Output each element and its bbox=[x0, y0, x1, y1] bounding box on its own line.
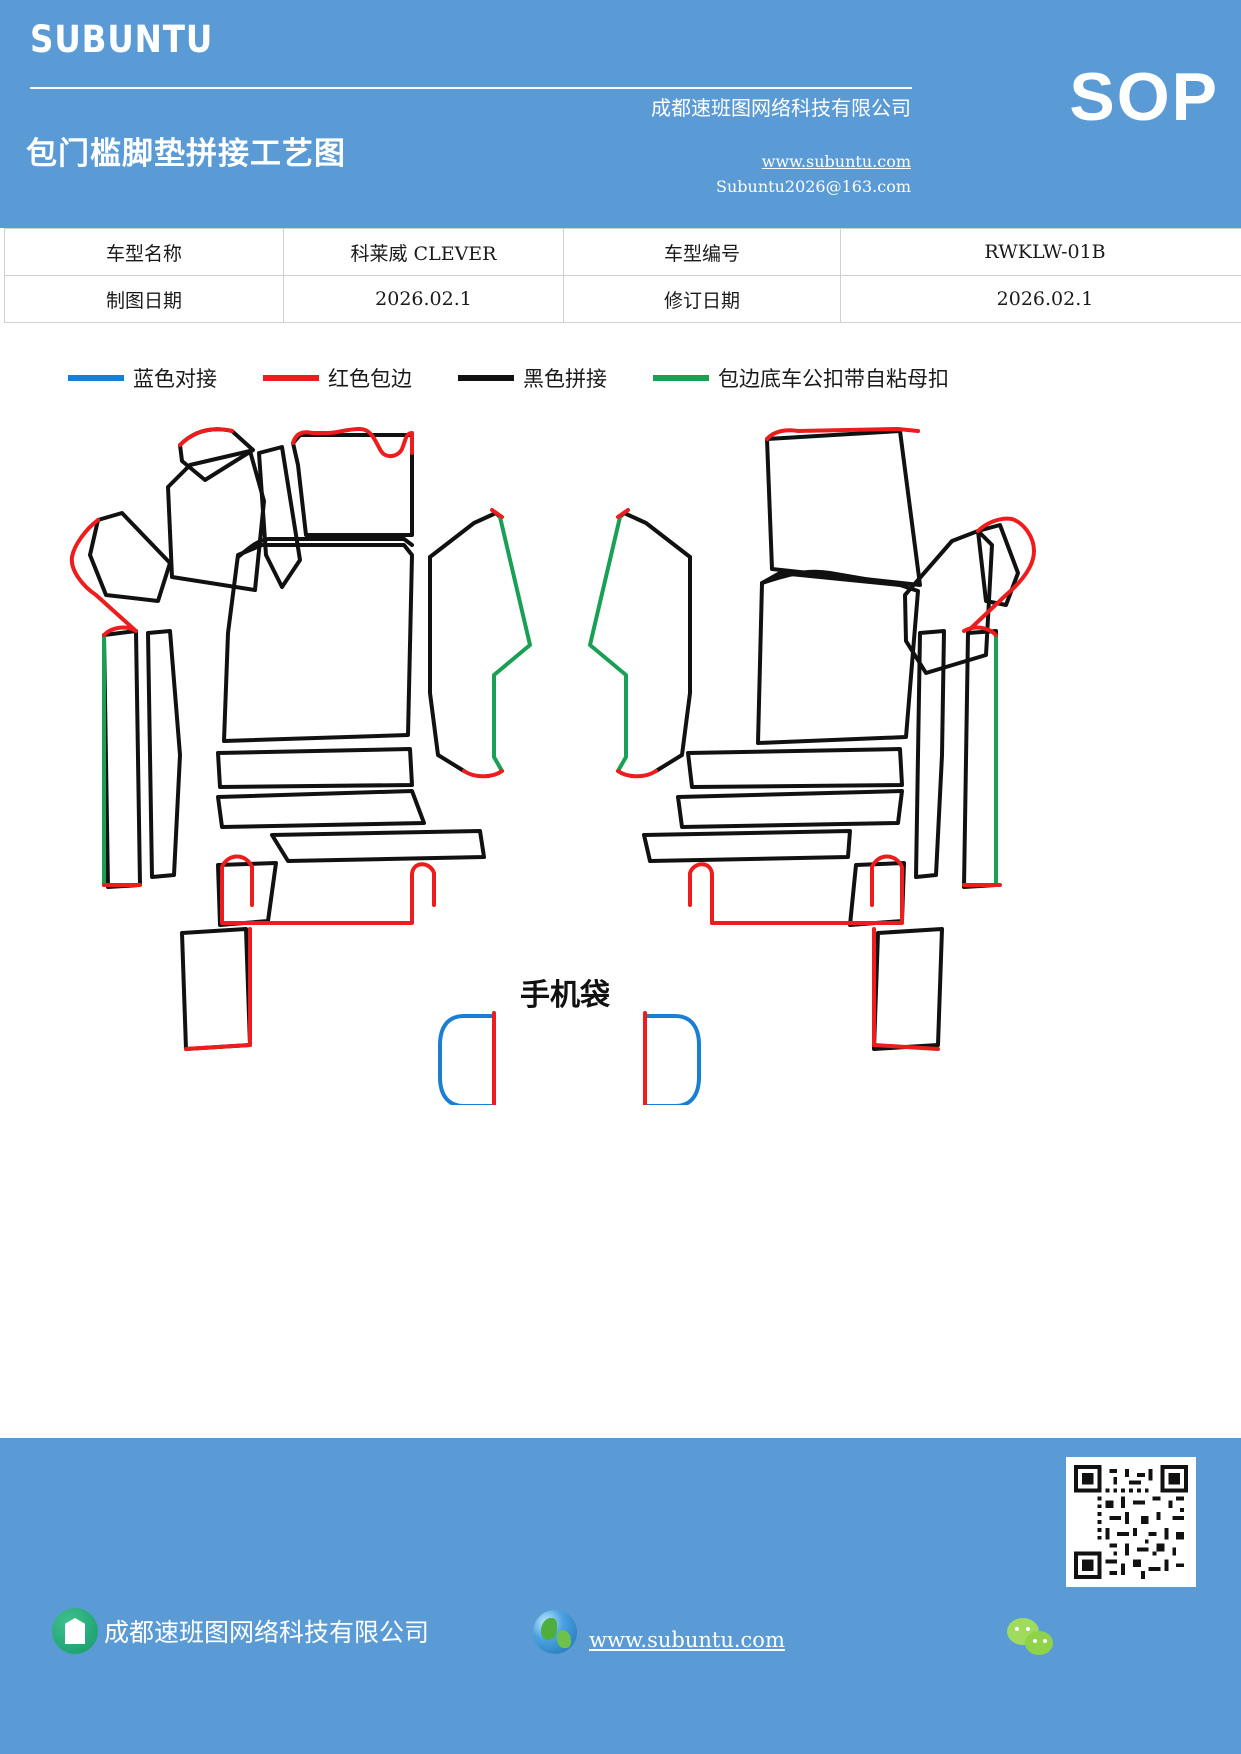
header-email: Subuntu2026@163.com bbox=[716, 177, 911, 196]
legend: 蓝色对接 红色包边 黑色拼接 包边底车公扣带自粘母扣 bbox=[0, 355, 1241, 400]
part-left-main-floor-panel bbox=[222, 543, 414, 743]
cell-model-code-label: 车型编号 bbox=[563, 228, 841, 276]
legend-label: 黑色拼接 bbox=[523, 366, 607, 391]
part-phone-pocket-left bbox=[438, 1011, 496, 1105]
floor-mat-pattern-drawing: 手机袋 bbox=[0, 405, 1241, 1105]
page-footer: 成都速班图网络科技有限公司 www.subuntu.com bbox=[0, 1438, 1241, 1754]
part-right-center-clip-panel bbox=[588, 508, 692, 779]
table-row: 制图日期 2026.02.1 修订日期 2026.02.1 bbox=[4, 275, 1241, 323]
footer-website-block: www.subuntu.com bbox=[533, 1610, 785, 1654]
wechat-icon bbox=[1007, 1618, 1061, 1660]
legend-item-blue: 蓝色对接 bbox=[68, 363, 217, 393]
legend-item-green: 包边底车公扣带自粘母扣 bbox=[653, 363, 949, 393]
sop-badge: SOP bbox=[1069, 59, 1219, 135]
legend-swatch-icon bbox=[458, 374, 514, 381]
footer-company-block: 成都速班图网络科技有限公司 bbox=[52, 1608, 429, 1654]
part-right-bar-1 bbox=[686, 747, 904, 789]
part-left-bar-2 bbox=[216, 789, 426, 829]
part-right-bottom-strip bbox=[872, 927, 944, 1051]
cell-draw-date-label: 制图日期 bbox=[4, 275, 284, 323]
globe-icon bbox=[533, 1610, 577, 1654]
part-left-center-clip-panel bbox=[428, 508, 532, 779]
brand-logo: SUBUNTU bbox=[30, 18, 214, 61]
part-phone-pocket-right bbox=[643, 1011, 701, 1105]
part-left-wedge-strip bbox=[257, 445, 302, 589]
cell-revise-date-value: 2026.02.1 bbox=[840, 275, 1241, 323]
legend-swatch-icon bbox=[653, 374, 709, 381]
legend-item-black: 黑色拼接 bbox=[458, 363, 607, 393]
part-left-connector bbox=[236, 537, 414, 559]
legend-label: 包边底车公扣带自粘母扣 bbox=[718, 366, 949, 391]
legend-swatch-icon bbox=[263, 374, 319, 381]
part-left-sill-strip bbox=[102, 625, 142, 889]
part-left-bar-3 bbox=[270, 829, 486, 863]
part-left-bottom-strip bbox=[180, 927, 252, 1051]
part-left-notched-panel bbox=[291, 427, 414, 537]
cell-model-code-value: RWKLW-01B bbox=[840, 228, 1241, 276]
part-right-upper-panel bbox=[765, 427, 922, 587]
part-left-bar-1 bbox=[216, 747, 414, 789]
header-company-name: 成都速班图网络科技有限公司 bbox=[651, 96, 911, 120]
part-left-outer-strip bbox=[69, 511, 172, 633]
vehicle-info-table: 车型名称 科莱威 CLEVER 车型编号 RWKLW-01B 制图日期 2026… bbox=[4, 228, 1241, 323]
building-icon bbox=[52, 1608, 98, 1654]
part-right-lower-bracket bbox=[688, 854, 906, 927]
cell-model-name-value: 科莱威 CLEVER bbox=[283, 228, 564, 276]
header-website-link[interactable]: www.subuntu.com bbox=[761, 152, 911, 171]
legend-label: 红色包边 bbox=[328, 366, 412, 391]
page-header: SUBUNTU 包门槛脚垫拼接工艺图 成都速班图网络科技有限公司 www.sub… bbox=[0, 0, 1241, 228]
part-right-bar-2 bbox=[676, 789, 904, 829]
legend-item-red: 红色包边 bbox=[263, 363, 412, 393]
legend-label: 蓝色对接 bbox=[133, 366, 217, 391]
part-left-top-flap bbox=[178, 427, 255, 482]
cell-draw-date-value: 2026.02.1 bbox=[283, 275, 564, 323]
cell-model-name-label: 车型名称 bbox=[4, 228, 284, 276]
page-title: 包门槛脚垫拼接工艺图 bbox=[26, 136, 346, 172]
part-left-lower-bracket bbox=[216, 854, 436, 927]
header-divider bbox=[30, 87, 912, 89]
phone-pocket-label: 手机袋 bbox=[520, 978, 610, 1013]
part-right-outer-strip bbox=[966, 516, 1036, 633]
part-right-inner-sill-strip bbox=[914, 629, 946, 879]
footer-company-name: 成都速班图网络科技有限公司 bbox=[104, 1618, 430, 1647]
cell-revise-date-label: 修订日期 bbox=[563, 275, 841, 323]
part-right-sill-strip bbox=[962, 625, 1002, 889]
footer-website-link[interactable]: www.subuntu.com bbox=[589, 1628, 785, 1652]
legend-swatch-icon bbox=[68, 374, 124, 381]
qr-code[interactable] bbox=[1066, 1457, 1196, 1587]
part-right-bar-3 bbox=[642, 829, 852, 863]
table-row: 车型名称 科莱威 CLEVER 车型编号 RWKLW-01B bbox=[4, 228, 1241, 276]
part-right-main-floor-panel bbox=[756, 569, 920, 745]
part-left-inner-sill-strip bbox=[146, 629, 182, 879]
